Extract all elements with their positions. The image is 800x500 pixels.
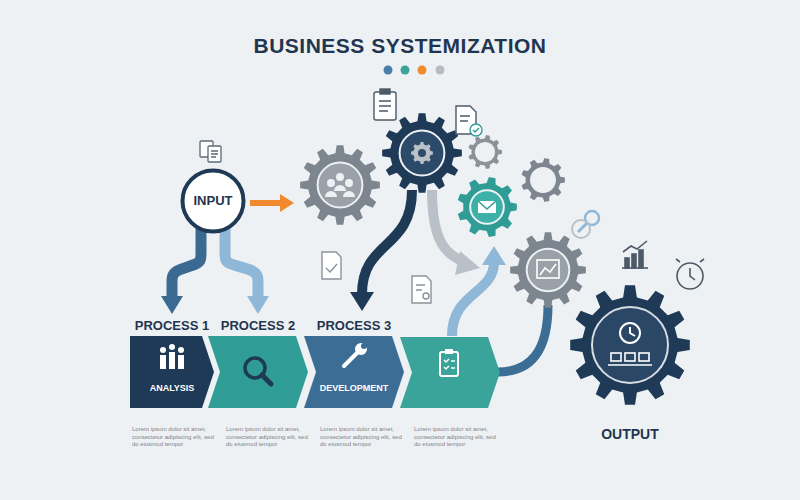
flow-connector (225, 224, 258, 296)
description-text: Lorem ipsum dolor sit amet, consectetur … (414, 426, 498, 449)
input-icon (200, 141, 221, 162)
process-box: PROCESS 1 ANALYSIS (130, 316, 214, 408)
description-text: Lorem ipsum dolor sit amet, consectetur … (132, 426, 216, 449)
node-outline (304, 336, 404, 408)
gear (468, 135, 501, 169)
gear (382, 113, 462, 193)
node-heading: PROCESS 3 (304, 316, 404, 336)
node-heading: PROCESS 2 (208, 316, 308, 336)
gear (300, 145, 380, 225)
output-gear: OUTPUT (565, 283, 695, 445)
chart-icons (572, 211, 704, 289)
flow-connector (172, 224, 201, 296)
doc-icons (322, 89, 482, 303)
node-text: DEVELOPMENT (304, 382, 404, 394)
input-circle: INPUT (180, 168, 246, 234)
gear (458, 177, 517, 237)
node-outline (208, 336, 308, 408)
node-outline (565, 283, 695, 413)
description-text: Lorem ipsum dolor sit amet, consectetur … (226, 426, 310, 449)
node-heading: INPUT (180, 193, 246, 209)
process-box: PROCESS 2 (208, 316, 308, 408)
node-text: ANALYSIS (130, 382, 214, 394)
process-icon (344, 343, 367, 366)
process-icon (160, 344, 184, 369)
process-4-box (400, 337, 500, 408)
process-icon (245, 358, 271, 384)
process-box: PROCESS 3 DEVELOPMENT (304, 316, 404, 408)
gears (300, 113, 586, 308)
title: BUSINESS SYSTEMIZATION (0, 34, 800, 58)
node-heading: OUTPUT (565, 425, 695, 443)
gear (522, 158, 565, 202)
title-dots (384, 66, 445, 75)
description-text: Lorem ipsum dolor sit amet, consectetur … (320, 426, 404, 449)
node-heading: PROCESS 1 (130, 316, 214, 336)
gear (510, 232, 586, 308)
node-outline (130, 336, 214, 408)
